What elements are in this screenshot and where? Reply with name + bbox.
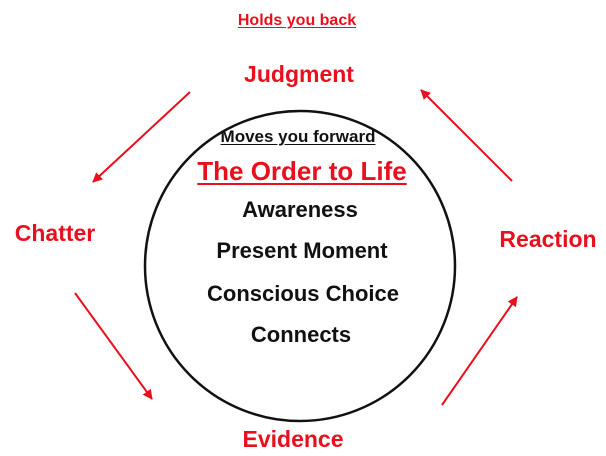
circle-item-connects: Connects: [250, 322, 352, 347]
cycle-label-chatter: Chatter: [14, 220, 96, 246]
circle-item-present-moment: Present Moment: [216, 238, 388, 263]
circle-item-conscious-choice: Conscious Choice: [207, 281, 399, 306]
arrow-chatter-to-evidence: [74, 292, 153, 400]
cycle-label-evidence: Evidence: [242, 426, 344, 452]
arrow-evidence-to-reaction: [441, 296, 518, 406]
order-to-life-title: The Order to Life: [197, 156, 407, 186]
moves-you-forward-heading: Moves you forward: [220, 127, 376, 146]
circle-item-awareness: Awareness: [242, 197, 358, 222]
center-circle: [143, 109, 457, 423]
arrow-judgment-to-chatter: [92, 91, 191, 183]
arrow-reaction-to-judgment: [420, 89, 513, 182]
cycle-label-judgment: Judgment: [244, 61, 354, 87]
holds-you-back-heading: Holds you back: [237, 12, 357, 29]
cycle-label-reaction: Reaction: [499, 226, 597, 252]
